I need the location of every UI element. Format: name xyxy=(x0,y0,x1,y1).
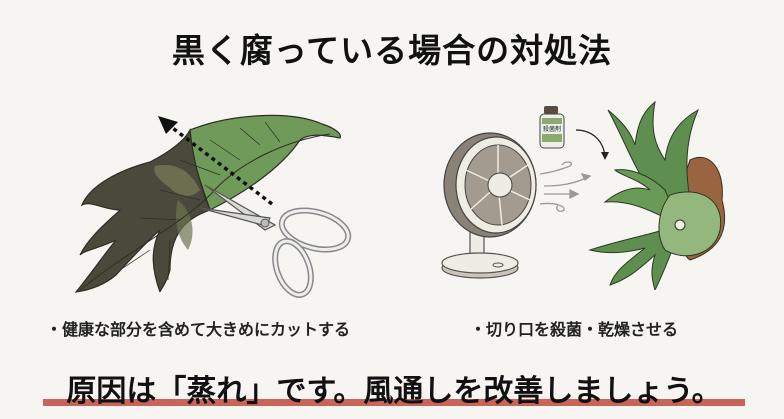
footer-underline xyxy=(43,399,745,406)
staghorn-fern-icon xyxy=(588,100,726,290)
leaf-icon xyxy=(74,114,341,293)
leaf-scissors-illustration xyxy=(74,114,352,298)
caption-sterilize-advice: ・切り口を殺菌・乾燥させる xyxy=(470,320,679,339)
fan-icon xyxy=(441,132,537,279)
footer-banner: 原因は「蒸れ」です。風通しを改善しましょう。 xyxy=(43,366,745,409)
caption-cut-advice: ・健康な部分を含めて大きめにカットする xyxy=(46,320,351,339)
page-title: 黒く腐っている場合の対処法 xyxy=(171,31,613,70)
fan-fern-illustration: 殺菌剤 xyxy=(441,100,726,290)
bottle-label: 殺菌剤 xyxy=(543,125,561,133)
wind-lines-icon xyxy=(539,161,592,212)
fungicide-bottle-icon: 殺菌剤 xyxy=(539,106,565,149)
scissors-icon xyxy=(199,184,352,298)
footer-message: 原因は「蒸れ」です。風通しを改善しましょう。 xyxy=(66,374,722,409)
cut-direction-arrow-icon xyxy=(158,116,274,206)
curved-arrow-icon xyxy=(575,129,606,156)
